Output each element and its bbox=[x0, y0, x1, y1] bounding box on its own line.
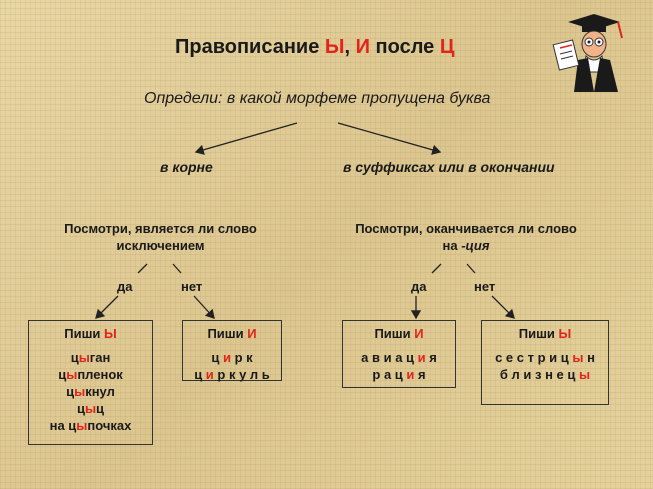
tick-right-yes bbox=[431, 263, 442, 274]
example-word: цыпленок bbox=[58, 367, 123, 382]
instruction-text: Определи: в какой морфеме пропущена букв… bbox=[144, 90, 491, 107]
arrow-right-no bbox=[491, 295, 515, 319]
answer-left-no: нет bbox=[181, 279, 203, 294]
example-word: р а ц и я bbox=[372, 367, 426, 382]
example-list: а в и а ц и я р а ц и я bbox=[343, 349, 455, 383]
example-word: б л и з н е ц ы bbox=[499, 367, 591, 382]
example-word: цыкнул bbox=[66, 384, 115, 399]
arrow-to-suffix bbox=[337, 122, 442, 155]
rule-box-suffix-regular: Пиши Ы с е с т р и ц ы н б л и з н е ц ы bbox=[481, 320, 609, 405]
arrow-left-no bbox=[193, 295, 215, 319]
box-heading: Пиши Ы bbox=[518, 326, 572, 341]
example-list: ц и р к ц и р к у л ь bbox=[183, 349, 281, 383]
example-word: с е с т р и ц ы н bbox=[495, 350, 595, 365]
arrow-left-yes bbox=[95, 295, 119, 319]
question-ending: Посмотри, оканчивается ли слово на -ция bbox=[355, 221, 577, 253]
example-word: на цыпочках bbox=[49, 418, 132, 433]
box-heading: Пиши И bbox=[374, 326, 424, 341]
box-heading: Пиши И bbox=[207, 326, 257, 341]
professor-icon bbox=[552, 14, 623, 92]
question-exception: Посмотри, является ли слово исключением bbox=[64, 221, 257, 253]
example-word: ц и р к bbox=[211, 350, 253, 365]
example-word: цыц bbox=[76, 401, 105, 416]
rule-box-root-exception: Пиши Ы цыган цыпленок цыкнул цыц на цыпо… bbox=[28, 320, 153, 445]
tick-right-no bbox=[466, 263, 476, 274]
branch-suffix: в суффиксах или в окончании bbox=[343, 159, 555, 175]
example-list: цыган цыпленок цыкнул цыц на цыпочках bbox=[29, 349, 152, 434]
example-word: а в и а ц и я bbox=[361, 350, 437, 365]
page-title: Правописание Ы, И после Ц bbox=[175, 36, 455, 58]
arrow-to-root bbox=[194, 122, 298, 155]
answer-left-yes: да bbox=[117, 279, 133, 294]
branch-root: в корне bbox=[160, 159, 213, 175]
tick-left-no bbox=[172, 263, 182, 274]
example-word: ц и р к у л ь bbox=[194, 367, 270, 382]
answer-right-no: нет bbox=[474, 279, 496, 294]
example-word: цыган bbox=[70, 350, 111, 365]
box-heading: Пиши Ы bbox=[64, 326, 117, 341]
rule-box-suffix-tsiya: Пиши И а в и а ц и я р а ц и я bbox=[342, 320, 456, 388]
tick-left-yes bbox=[137, 263, 148, 274]
rule-box-root-regular: Пиши И ц и р к ц и р к у л ь bbox=[182, 320, 282, 383]
example-list: с е с т р и ц ы н б л и з н е ц ы bbox=[482, 349, 608, 383]
answer-right-yes: да bbox=[411, 279, 427, 294]
